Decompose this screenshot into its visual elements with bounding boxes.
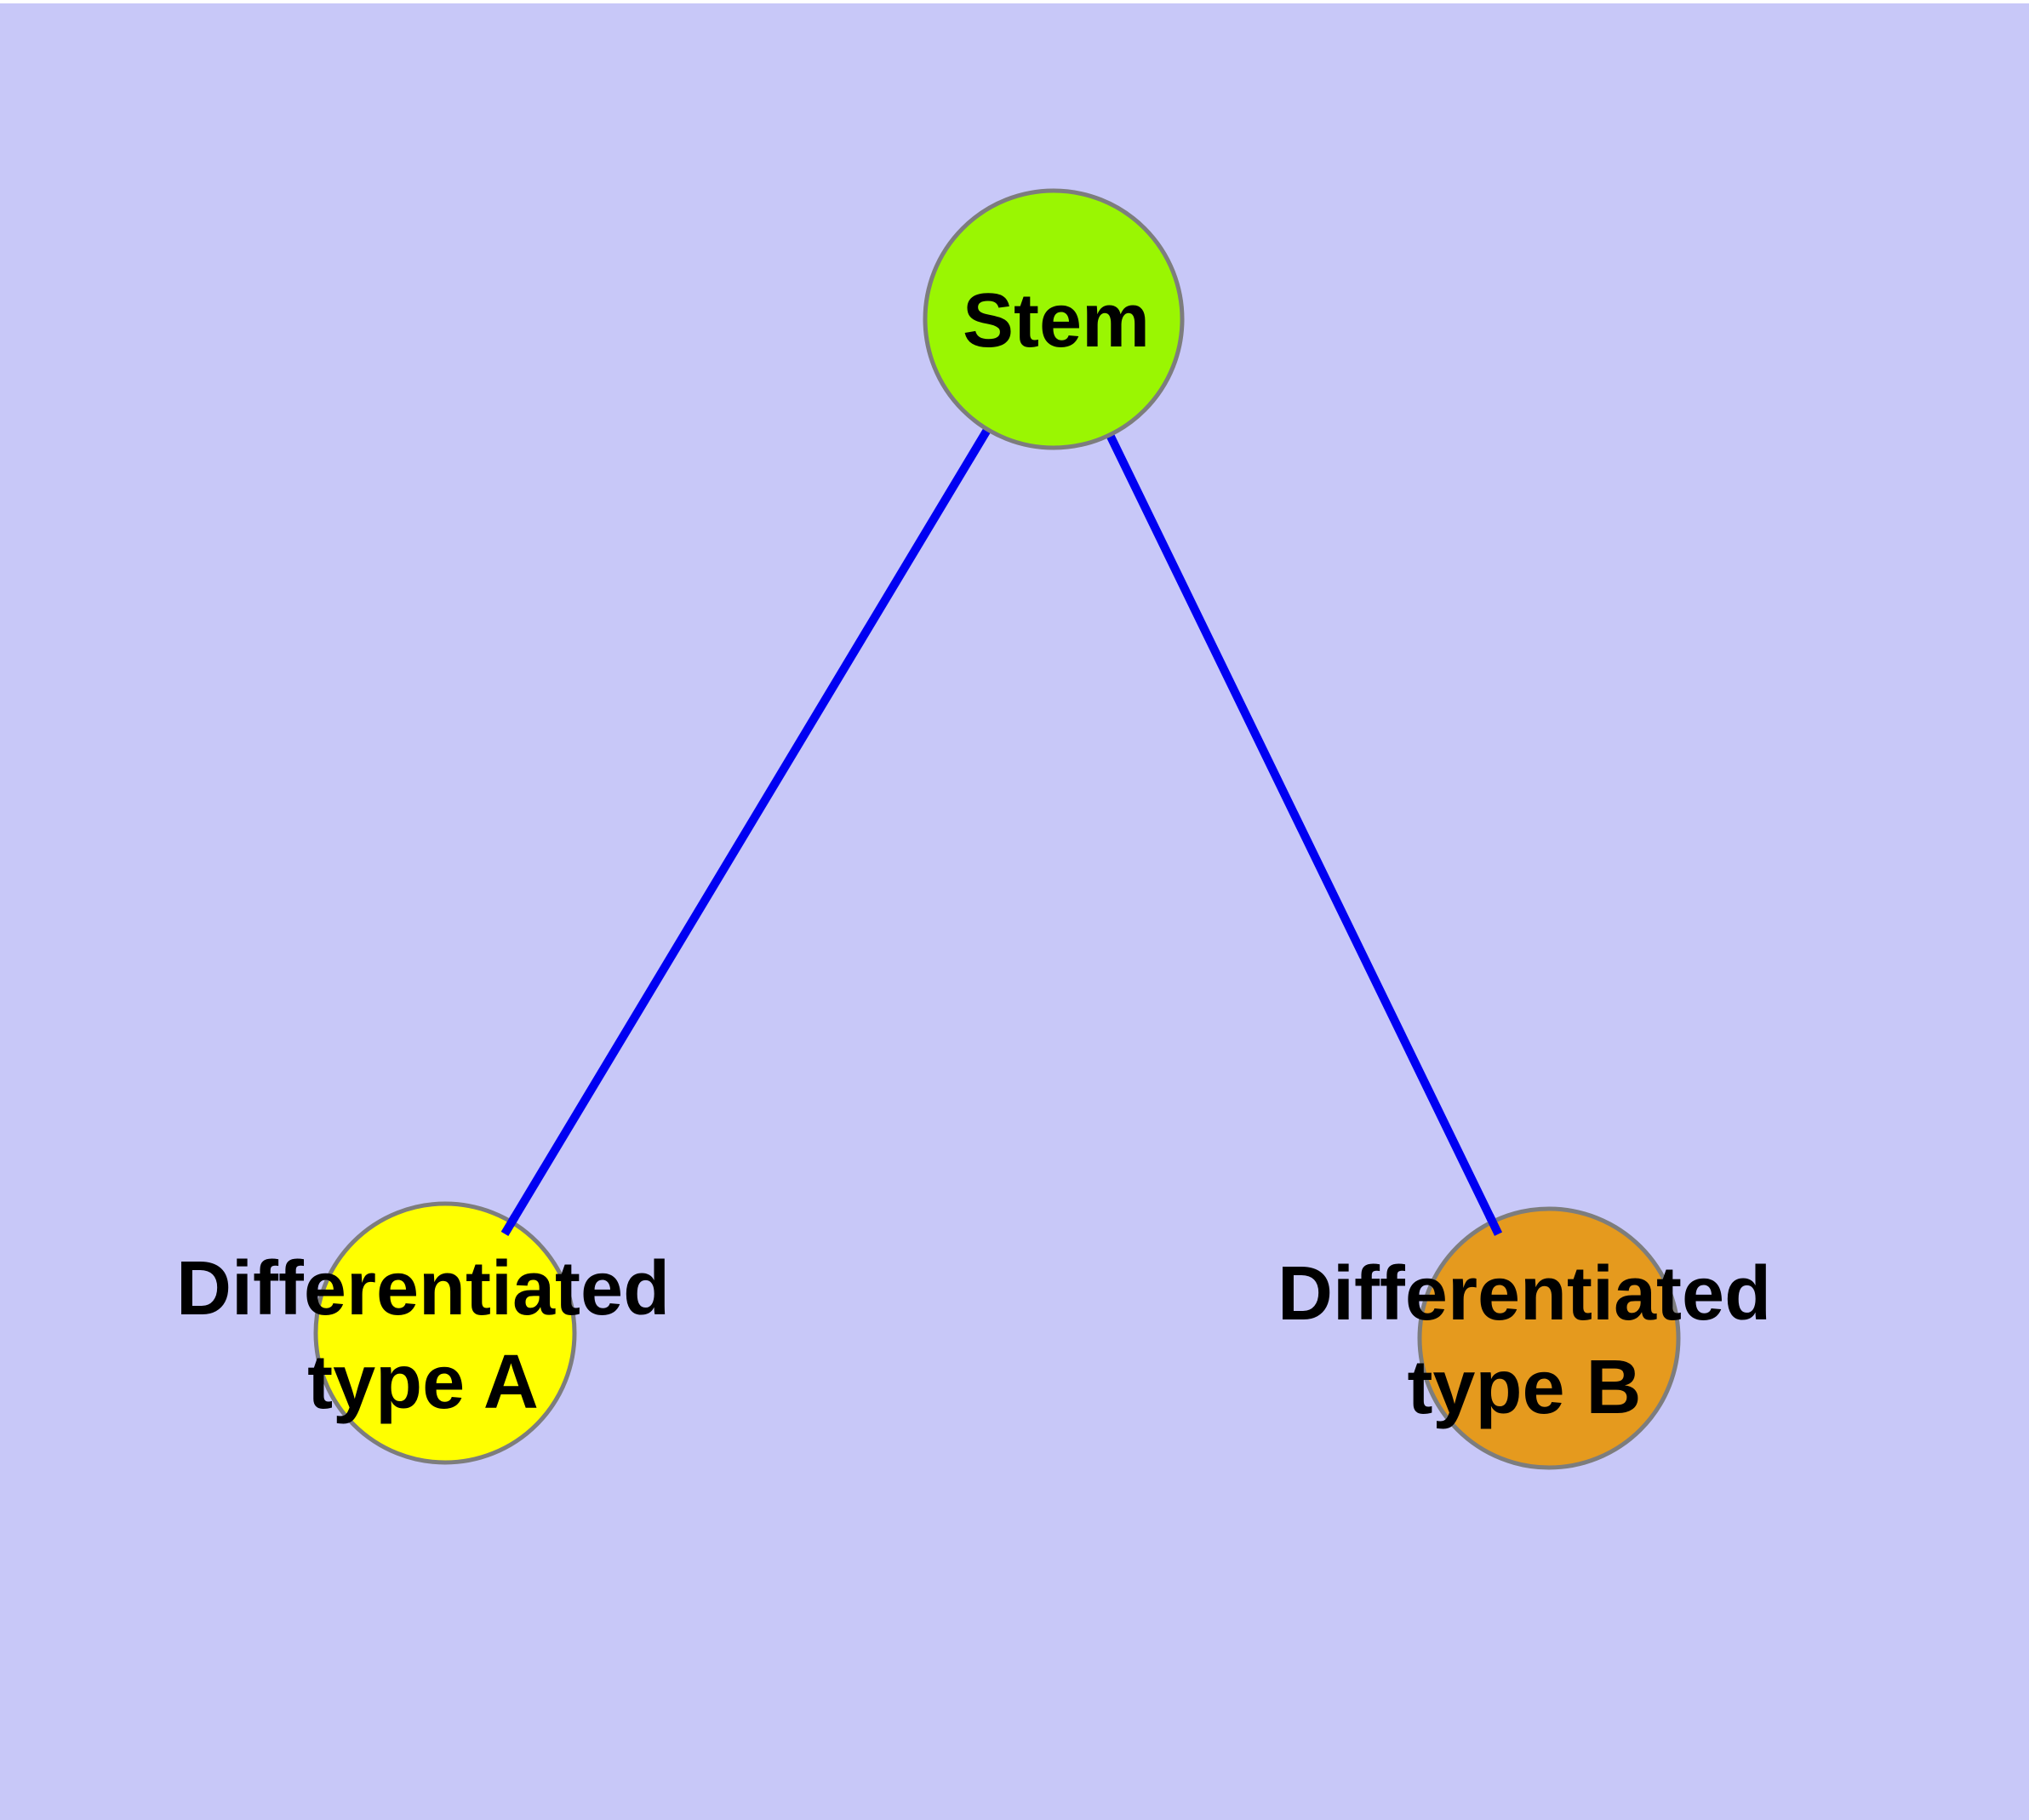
- edge-tip-stem-type-b: [1485, 1213, 1503, 1236]
- node-type-b: [1417, 1206, 1681, 1470]
- screenshot-top-edge: [0, 0, 2029, 3]
- node-type-a: [313, 1201, 577, 1465]
- edge-stem-type-b: [1049, 317, 1553, 1341]
- edge-tip-stem-type-a: [500, 1214, 519, 1236]
- node-stem: [923, 188, 1185, 450]
- edge-stem-type-a: [441, 317, 1058, 1336]
